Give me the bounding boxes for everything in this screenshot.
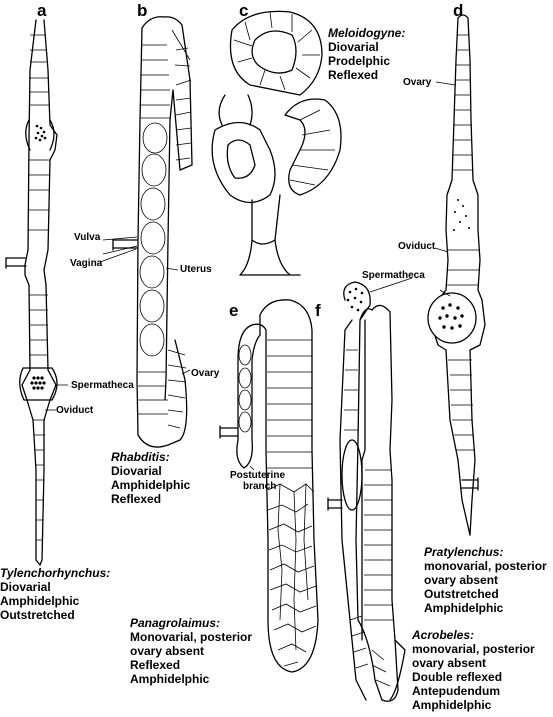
panel-letter-b: b	[137, 1, 148, 20]
panel-letter-d: d	[453, 1, 464, 20]
caption-d-line: Outstretched	[424, 587, 499, 601]
panel-d-drawing	[427, 14, 486, 536]
caption-a-line: Diovarial	[0, 580, 51, 594]
caption-d-line: Amphidelphic	[424, 601, 504, 615]
caption-a-species: Tylenchorhynchus:	[0, 566, 111, 580]
caption-b-species: Rhabditis:	[111, 450, 170, 464]
caption-d: Pratylenchus: monovarial, posterior ovar…	[424, 545, 547, 615]
caption-e-line: ovary absent	[130, 644, 205, 658]
label-oviduct-d: Oviduct	[398, 241, 436, 252]
caption-d-line: ovary absent	[424, 573, 499, 587]
panel-letter-e: e	[229, 301, 239, 320]
caption-b: Rhabditis: Diovarial Amphidelphic Reflex…	[111, 450, 190, 506]
caption-b-line: Amphidelphic	[111, 478, 191, 492]
caption-b-line: Reflexed	[111, 492, 162, 506]
panel-letter-f: f	[315, 301, 321, 320]
caption-f-line: ovary absent	[412, 656, 487, 670]
caption-f-line: monovarial, posterior	[412, 642, 535, 656]
panel-b-drawing	[102, 16, 193, 448]
uterus-leader	[165, 267, 179, 271]
caption-c-line: Prodelphic	[328, 54, 391, 68]
caption-e-species: Panagrolaimus:	[130, 616, 221, 630]
caption-d-species: Pratylenchus:	[424, 545, 504, 559]
ovary-b-leader	[181, 369, 191, 375]
caption-e-line: Reflexed	[130, 658, 181, 672]
caption-b-line: Diovarial	[111, 464, 162, 478]
label-ovary-d: Ovary	[403, 77, 432, 88]
panel-letter-c: c	[239, 1, 249, 20]
label-spermatheca-d: Spermatheca	[362, 270, 425, 281]
caption-f: Acrobeles: monovarial, posterior ovary a…	[412, 628, 535, 712]
caption-c-species: Meloidogyne:	[328, 26, 406, 40]
caption-d-line: monovarial, posterior	[424, 559, 547, 573]
caption-e-line: Monovarial, posterior	[130, 630, 253, 644]
label-ovary-b: Ovary	[191, 368, 220, 379]
caption-f-species: Acrobeles:	[412, 628, 475, 642]
vagina-leader	[99, 248, 137, 263]
panel-e-drawing	[219, 299, 319, 673]
label-oviduct-a: Oviduct	[56, 405, 94, 416]
caption-c: Meloidogyne: Diovarial Prodelphic Reflex…	[328, 26, 405, 82]
panel-a-drawing	[5, 19, 68, 566]
caption-c-line: Diovarial	[328, 40, 379, 54]
caption-a: Tylenchorhynchus: Diovarial Amphidelphic…	[0, 566, 110, 622]
caption-f-line: Antepudendum	[412, 684, 500, 698]
panel-f-drawing	[327, 277, 413, 702]
label-uterus: Uterus	[180, 264, 212, 275]
caption-a-line: Amphidelphic	[0, 594, 80, 608]
label-postuterine-line2: branch	[243, 481, 277, 492]
panel-c-drawing	[211, 10, 342, 276]
caption-c-line: Reflexed	[328, 68, 379, 82]
caption-e-line: Amphidelphic	[130, 672, 210, 686]
caption-a-line: Outstretched	[0, 608, 75, 622]
label-spermatheca-a: Spermatheca	[71, 380, 134, 391]
caption-f-line: Double reflexed	[412, 670, 503, 684]
label-vulva: Vulva	[74, 232, 101, 243]
label-vagina: Vagina	[70, 258, 103, 269]
caption-e: Panagrolaimus: Monovarial, posterior ova…	[130, 616, 252, 686]
panel-letter-a: a	[37, 1, 47, 20]
caption-f-line: Amphidelphic	[412, 698, 492, 712]
label-postuterine-line1: Postuterine	[230, 470, 286, 481]
